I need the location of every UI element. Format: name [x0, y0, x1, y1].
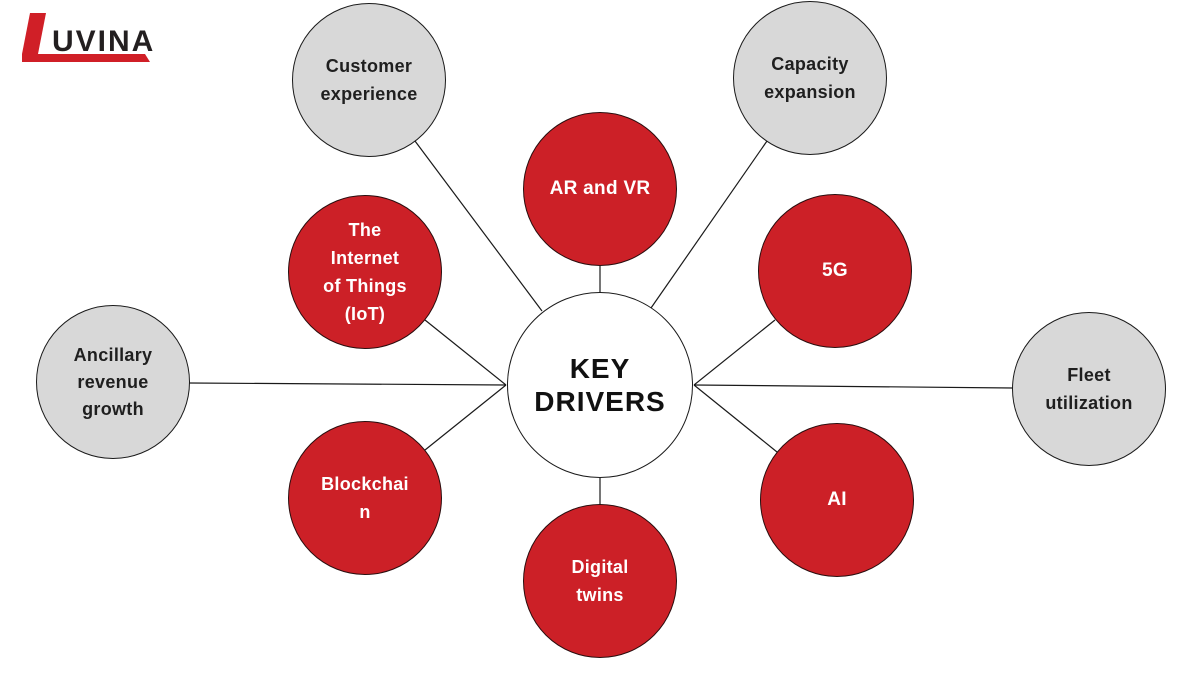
logo-l-mark — [22, 13, 46, 54]
logo-underline-swoosh — [22, 54, 150, 62]
logo-wordmark: UVINA — [52, 25, 155, 58]
luvina-logo: UVINA — [22, 13, 155, 62]
node-fleet-utilization: Fleet utilization — [1012, 312, 1166, 466]
node-ai: AI — [760, 423, 914, 577]
node-5g: 5G — [758, 194, 912, 348]
connector-iot — [424, 319, 507, 386]
node-capacity-expansion: Capacity expansion — [733, 1, 887, 155]
connector-fleet-utilization — [693, 384, 1014, 389]
center-node-label: KEY DRIVERS — [534, 353, 666, 417]
node-customer-experience: Customer experience — [292, 3, 446, 157]
node-ancillary-revenue-growth: Ancillary revenue growth — [36, 305, 190, 459]
node-label: AR and VR — [549, 178, 651, 199]
connector-ancillary-revenue — [188, 382, 507, 386]
connector-blockchain — [424, 384, 507, 451]
node-label: Digital twins — [571, 557, 629, 605]
node-internet-of-things: The Internet of Things (IoT) — [288, 195, 442, 349]
node-label: Blockchai n — [321, 474, 409, 522]
center-node-key-drivers: KEY DRIVERS — [507, 292, 693, 478]
node-label: Capacity expansion — [764, 54, 856, 102]
connector-capacity-expansion — [650, 140, 768, 309]
connector-customer-experience — [414, 140, 543, 312]
node-ar-and-vr: AR and VR — [523, 112, 677, 266]
connector-5g — [693, 319, 776, 386]
node-label: Customer experience — [320, 56, 418, 104]
node-label: 5G — [822, 260, 848, 281]
node-label: AI — [827, 489, 847, 510]
connector-ai — [693, 384, 778, 453]
node-label: Fleet utilization — [1045, 365, 1133, 413]
node-label: The Internet of Things (IoT) — [323, 220, 407, 324]
node-label: Ancillary revenue growth — [73, 344, 153, 419]
node-digital-twins: Digital twins — [523, 504, 677, 658]
node-blockchain: Blockchai n — [288, 421, 442, 575]
